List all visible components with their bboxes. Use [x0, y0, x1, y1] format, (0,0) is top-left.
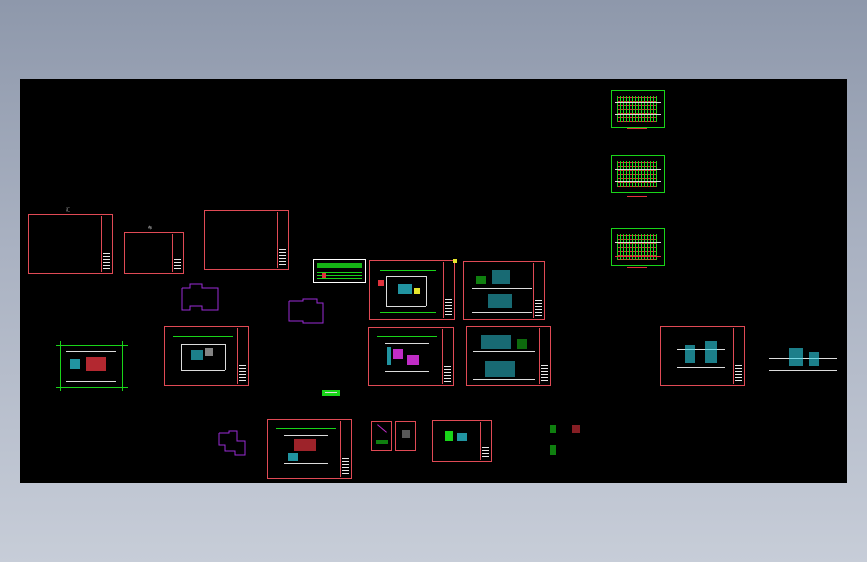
sheet-mark-2: 布 — [148, 225, 152, 230]
detail-glyph-3 — [548, 443, 558, 457]
blank-sheet-3[interactable] — [204, 210, 289, 270]
section-sheet[interactable] — [660, 326, 745, 386]
floor-plan-stack-3[interactable] — [609, 226, 667, 272]
scale-bar-icon — [322, 390, 340, 396]
scale-bar-inner — [325, 392, 337, 393]
floor-plan-sheet-b[interactable] — [164, 326, 249, 386]
detail-sheet-1[interactable] — [371, 421, 392, 451]
floor-plan-sheet-c[interactable] — [368, 327, 454, 386]
building-outline-1 — [181, 283, 219, 311]
title-block[interactable] — [313, 259, 366, 283]
detail-glyph-1 — [548, 423, 558, 435]
elevation-sheet-a[interactable] — [463, 261, 545, 320]
blank-sheet-2[interactable] — [124, 232, 184, 274]
building-outline-3 — [218, 430, 246, 456]
floor-plan-sheet-a[interactable] — [369, 260, 455, 320]
north-arrow-icon — [453, 259, 457, 263]
blank-sheet-1[interactable] — [28, 214, 113, 274]
detail-drawing-right[interactable] — [769, 344, 837, 378]
detail-glyph-2 — [570, 423, 582, 437]
elevation-sheet-b[interactable] — [466, 326, 551, 386]
cad-drawing-canvas[interactable]: 汇 布 — [20, 79, 847, 483]
floor-plan-stack-2[interactable] — [609, 151, 667, 201]
detailed-floor-plan[interactable] — [56, 341, 128, 396]
floor-plan-sheet-d[interactable] — [267, 419, 352, 479]
building-outline-2 — [288, 298, 324, 324]
detail-sheet-2[interactable] — [395, 421, 416, 451]
detail-sheet-3[interactable] — [432, 420, 492, 462]
floor-plan-stack-1[interactable] — [609, 88, 667, 132]
sheet-mark-1: 汇 — [66, 207, 70, 212]
